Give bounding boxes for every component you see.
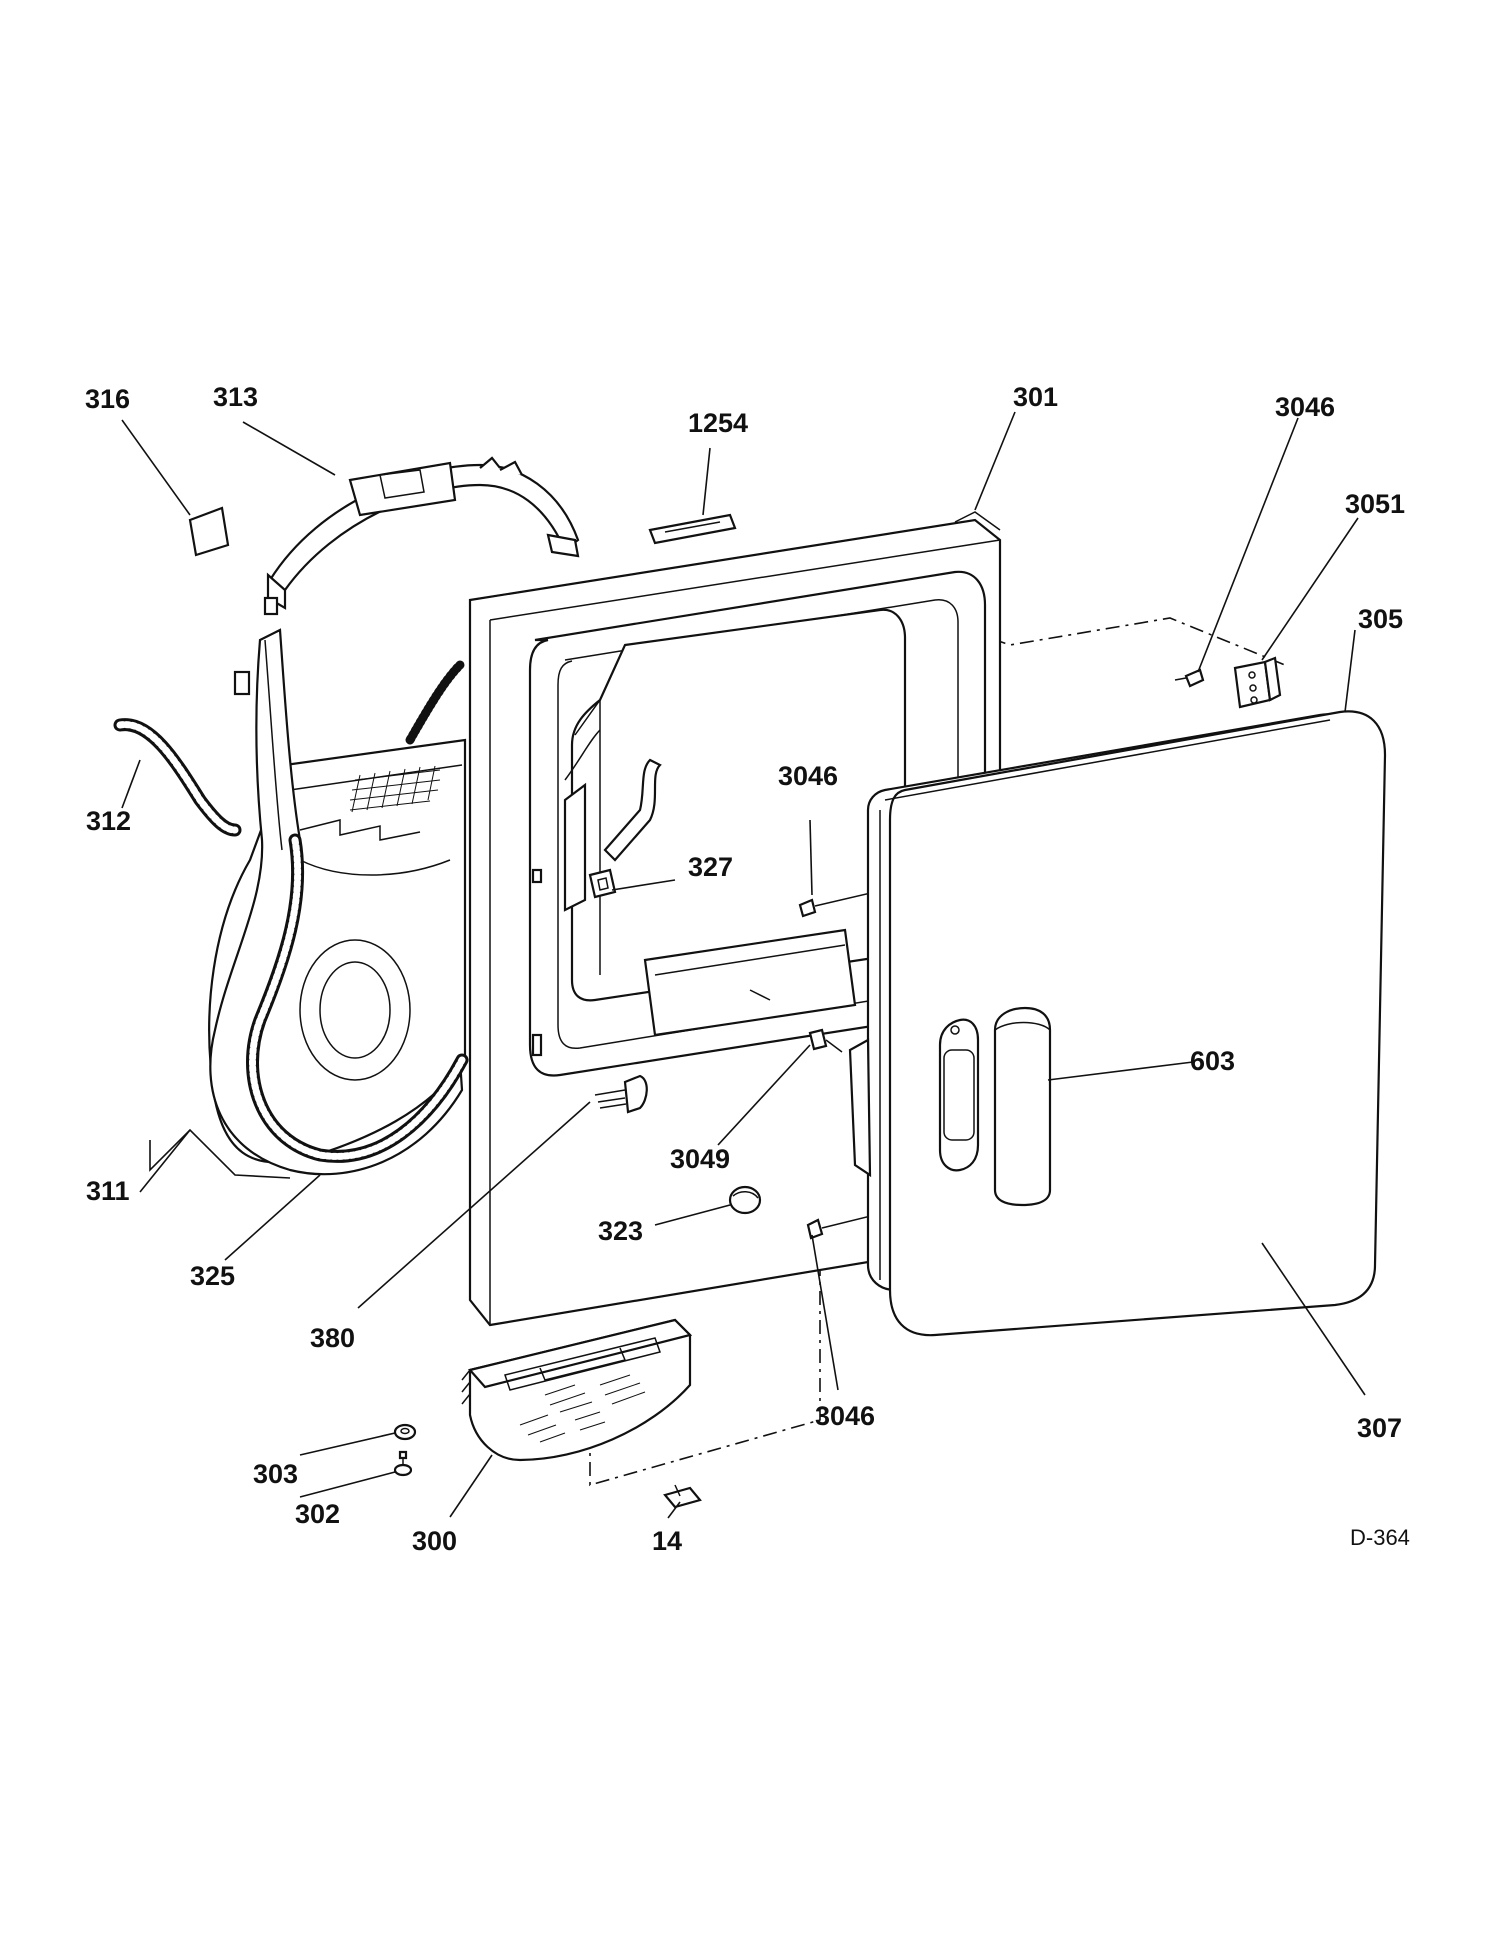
label-305: 305 [1358, 604, 1403, 634]
label-307: 307 [1357, 1413, 1402, 1443]
door-assembly-305-307 [848, 710, 1387, 1337]
label-325: 325 [190, 1261, 235, 1291]
label-1254: 1254 [688, 408, 748, 438]
label-603: 603 [1190, 1046, 1235, 1076]
label-300: 300 [412, 1526, 457, 1556]
label-323: 323 [598, 1216, 643, 1246]
label-3046-top: 3046 [1275, 392, 1335, 422]
hinge-bracket-3051 [1233, 656, 1282, 709]
leader-lines [121, 411, 1366, 1519]
label-14: 14 [652, 1526, 682, 1556]
diagram-code: D-364 [1350, 1525, 1410, 1550]
washer-303 [393, 1423, 417, 1441]
label-327: 327 [688, 852, 733, 882]
label-311: 311 [86, 1176, 130, 1206]
drum-baffle [563, 758, 662, 912]
label-316: 316 [85, 384, 130, 414]
badge-1254 [648, 513, 737, 545]
label-3046-mid: 3046 [778, 761, 838, 791]
door-strike-3049 [808, 1028, 843, 1053]
label-302: 302 [295, 1499, 340, 1529]
part-labels: 316 313 1254 301 3046 3051 305 3046 312 … [85, 382, 1410, 1556]
plug-button-323 [728, 1185, 762, 1215]
felt-seal-312 [113, 718, 242, 837]
screw-302 [393, 1450, 413, 1477]
clip-14 [663, 1484, 702, 1509]
pad-316 [188, 506, 230, 557]
drum-front-duct-assembly [208, 628, 469, 1176]
label-3046-bottom: 3046 [815, 1401, 875, 1431]
bearing-ring-313 [263, 456, 580, 616]
label-313: 313 [213, 382, 258, 412]
label-312: 312 [86, 806, 131, 836]
label-3049: 3049 [670, 1144, 730, 1174]
lint-filter-300 [461, 1318, 693, 1462]
door-switch-327 [588, 868, 617, 899]
start-switch-380 [594, 1074, 648, 1114]
label-380: 380 [310, 1323, 355, 1353]
label-301: 301 [1013, 382, 1058, 412]
label-3051: 3051 [1345, 489, 1405, 519]
label-303: 303 [253, 1459, 298, 1489]
